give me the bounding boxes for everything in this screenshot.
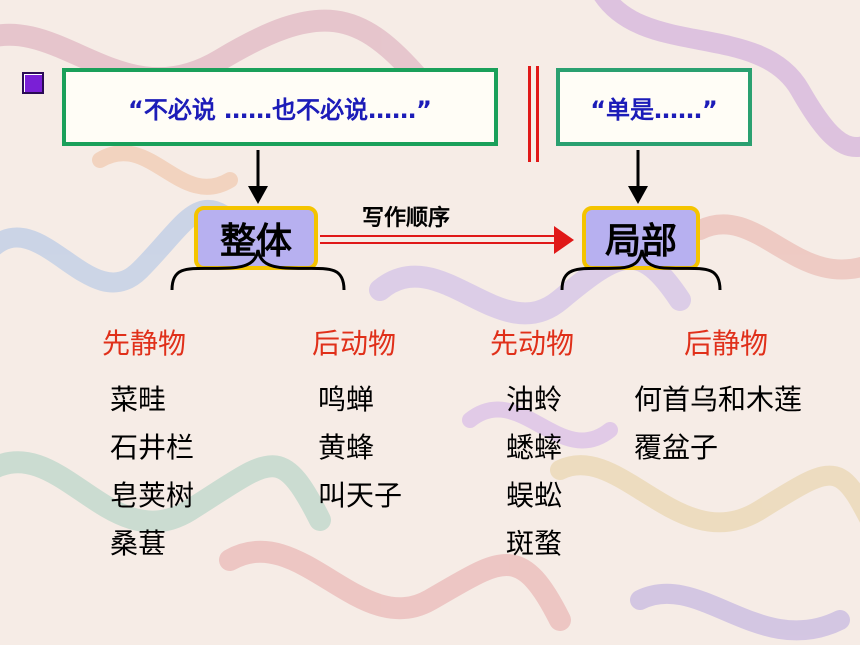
- quote-box-dan-shi-text: “单是……”: [590, 95, 718, 124]
- list-item: 鸣蝉: [318, 383, 375, 416]
- double-divider-line: [528, 66, 542, 162]
- label-part: 局部: [582, 206, 700, 270]
- quote-box-bubi-shuo: “不必说 ……也不必说……”: [62, 68, 498, 146]
- list-item: 蜈蚣: [506, 479, 563, 512]
- category-list-3: 油蛉 蟋蟀 蜈蚣 斑蝥: [506, 376, 562, 568]
- list-item: 皂荚树: [110, 479, 195, 512]
- category-list-4: 何首乌和木莲 覆盆子: [634, 376, 802, 472]
- category-title-2: 后动物: [312, 327, 397, 360]
- list-item: 斑蝥: [506, 527, 563, 560]
- list-item: 何首乌和木莲: [634, 383, 803, 416]
- list-item: 桑葚: [110, 527, 167, 560]
- category-list-2: 鸣蝉 黄蜂 叫天子: [318, 376, 402, 520]
- purple-square-bullet-icon: [22, 72, 44, 94]
- quote-box-bubi-shuo-text: “不必说 ……也不必说……”: [128, 95, 432, 124]
- writing-order-label: 写作顺序: [362, 206, 451, 231]
- category-title-1: 先静物: [102, 327, 187, 360]
- list-item: 油蛉: [506, 383, 563, 416]
- label-part-text: 局部: [604, 221, 677, 262]
- list-item: 石井栏: [110, 431, 195, 464]
- list-item: 菜畦: [110, 383, 167, 416]
- category-list-1: 菜畦 石井栏 皂荚树 桑葚: [110, 376, 194, 568]
- list-item: 蟋蟀: [506, 431, 563, 464]
- list-item: 覆盆子: [634, 431, 719, 464]
- category-title-4: 后静物: [684, 327, 769, 360]
- list-item: 叫天子: [318, 479, 403, 512]
- list-item: 黄蜂: [318, 431, 375, 464]
- label-whole-text: 整体: [219, 221, 292, 262]
- label-whole: 整体: [194, 206, 318, 270]
- category-title-3: 先动物: [490, 327, 575, 360]
- quote-box-dan-shi: “单是……”: [556, 68, 752, 146]
